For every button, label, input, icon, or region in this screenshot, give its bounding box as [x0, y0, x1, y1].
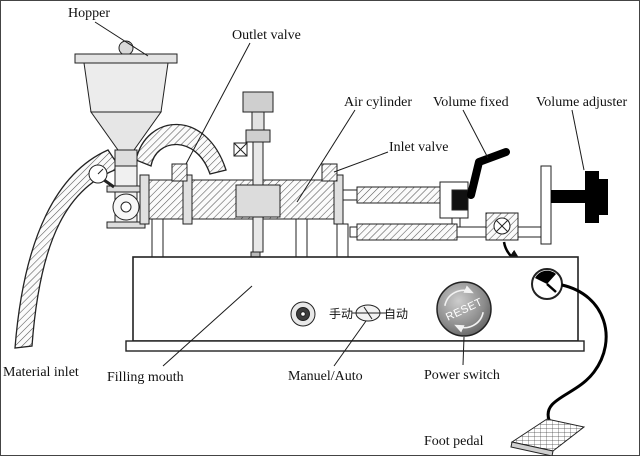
volume-fixed-block — [485, 212, 519, 241]
mode-label-manual: 手动 — [329, 307, 353, 321]
leader-power-switch — [462, 336, 465, 366]
air-cylinder-label: Air cylinder — [344, 95, 412, 110]
foot-pedal-label: Foot pedal — [424, 434, 484, 449]
power-switch-button: RESET — [436, 281, 492, 337]
volume-adjuster-label: Volume adjuster — [536, 95, 627, 110]
power-cable — [546, 283, 608, 421]
volume-adjuster-knob — [551, 171, 608, 223]
hopper-shape — [74, 40, 178, 167]
volume-fixed-label: Volume fixed — [433, 95, 509, 110]
material-inlet-label: Material inlet — [3, 365, 79, 380]
outlet-valve-block — [171, 163, 188, 182]
outlet-valve-label: Outlet valve — [232, 28, 301, 43]
foot-pedal-shape — [510, 418, 586, 456]
leader-volume-adjuster — [571, 109, 585, 171]
power-switch-label: Power switch — [424, 368, 500, 383]
volume-fixed-handle — [467, 148, 510, 199]
manual-auto-label: Manuel/Auto — [288, 369, 363, 384]
mode-toggle-switch — [352, 304, 386, 322]
piston-rod — [342, 181, 469, 231]
machine-base — [125, 256, 585, 352]
mode-label-auto: 自动 — [384, 307, 408, 321]
inlet-valve-label: Inlet valve — [389, 140, 448, 155]
leader-air-cylinder — [296, 109, 356, 203]
material-inlet-pipe — [14, 149, 122, 349]
pressure-gauge-icon — [88, 164, 115, 189]
hopper-label: Hopper — [68, 6, 110, 21]
mode-knob — [290, 301, 316, 327]
valve-actuator — [233, 91, 281, 253]
leader-hopper — [94, 21, 149, 57]
leader-outlet-valve — [185, 42, 251, 165]
filling-mouth-label: Filling mouth — [107, 370, 184, 385]
leader-manual-auto — [333, 320, 367, 367]
leader-lines — [94, 21, 585, 367]
end-plate — [540, 165, 552, 245]
hopper-outlet-pipe — [135, 123, 227, 175]
inlet-valve-block — [321, 163, 338, 182]
leader-filling-mouth — [162, 285, 253, 367]
leader-volume-fixed — [462, 109, 489, 159]
adjusting-rod — [349, 223, 543, 241]
indicator-gauge — [531, 268, 563, 300]
leader-inlet-valve — [333, 151, 389, 173]
